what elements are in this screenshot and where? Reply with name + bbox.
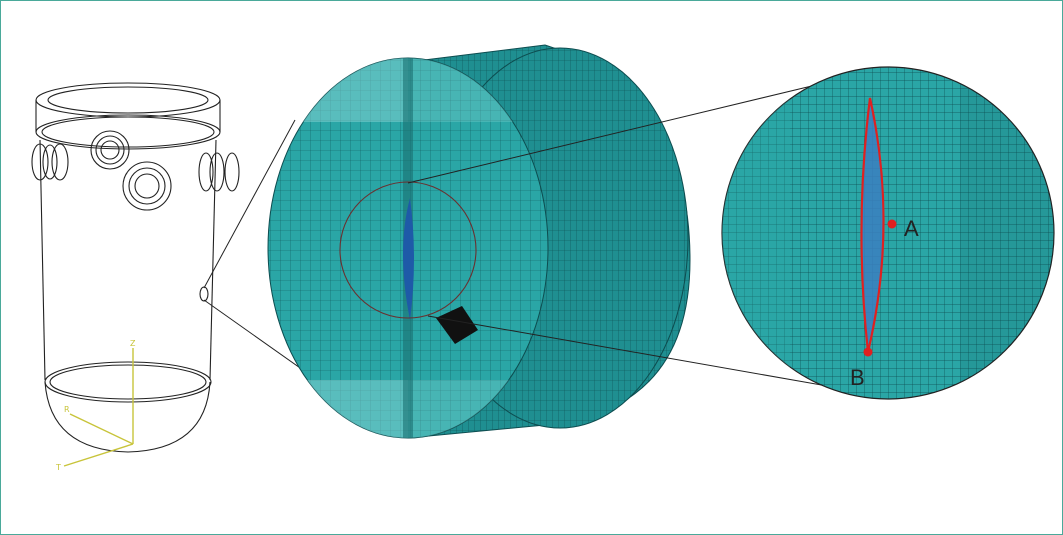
axis-r-label: R <box>64 405 70 414</box>
crack-zoom <box>861 98 884 352</box>
point-b-marker <box>863 347 873 357</box>
vessel-wireframe <box>35 82 221 453</box>
point-b-label: B <box>850 365 865 390</box>
axis-z-label: Z <box>130 339 136 348</box>
zoom-detail <box>721 66 1055 400</box>
axis-triad <box>63 348 134 467</box>
point-a-marker <box>887 219 897 229</box>
zoom-region-circle <box>339 181 477 319</box>
support-block <box>436 306 478 344</box>
vessel-nozzles <box>31 130 240 302</box>
axis-t-label: T <box>55 463 61 472</box>
connector-lines-right <box>407 83 851 391</box>
meshed-cylinder <box>267 44 691 439</box>
point-a-label: A <box>904 216 919 241</box>
crack-region <box>403 198 414 320</box>
